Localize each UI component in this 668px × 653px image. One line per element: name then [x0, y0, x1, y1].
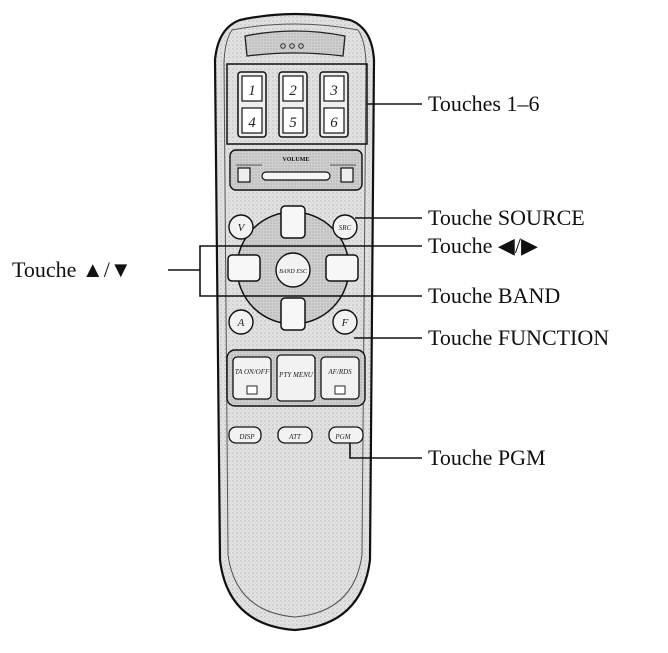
callout-touche-left-right: Touche ◀/▶	[428, 233, 538, 258]
callout-touche-band: Touche BAND	[428, 283, 560, 308]
af-rds-button[interactable]: AF/RDS	[320, 356, 360, 400]
pgm-button[interactable]: PGM	[328, 426, 364, 444]
svg-text:5: 5	[289, 115, 297, 131]
svg-text:2: 2	[289, 83, 297, 99]
ta-button[interactable]: TA ON/OFF	[232, 356, 272, 400]
svg-text:AF/RDS: AF/RDS	[327, 368, 352, 376]
callout-touche-up-down: Touche ▲/▼	[12, 257, 132, 282]
svg-text:SRC: SRC	[339, 224, 352, 232]
band-button[interactable]: BAND ESC	[275, 252, 311, 288]
number-key-3[interactable]: 3	[323, 75, 345, 102]
callout-touche-function: Touche FUNCTION	[428, 325, 609, 350]
pty-button[interactable]: PTY MENU	[276, 354, 316, 402]
down-button[interactable]	[280, 297, 306, 331]
number-key-4[interactable]: 4	[241, 107, 263, 134]
number-key-2[interactable]: 2	[282, 75, 304, 102]
up-button[interactable]	[280, 205, 306, 239]
svg-text:F: F	[341, 317, 349, 329]
svg-text:ATT: ATT	[288, 433, 302, 441]
svg-text:DISP: DISP	[238, 433, 255, 441]
svg-text:4: 4	[248, 115, 256, 131]
number-key-1[interactable]: 1	[241, 75, 263, 102]
svg-text:TA ON/OFF: TA ON/OFF	[235, 368, 270, 376]
svg-text:PTY MENU: PTY MENU	[278, 371, 314, 379]
svg-text:3: 3	[329, 83, 338, 99]
volume-slider[interactable]	[261, 171, 331, 181]
svg-text:6: 6	[330, 115, 338, 131]
volume-down-button[interactable]	[237, 167, 251, 183]
callout-touche-source: Touche SOURCE	[428, 205, 585, 230]
left-button[interactable]	[227, 254, 261, 282]
right-button[interactable]	[325, 254, 359, 282]
source-button[interactable]: SRC	[332, 214, 358, 240]
disp-button[interactable]: DISP	[228, 426, 262, 444]
v-button[interactable]: V	[228, 214, 254, 240]
number-key-5[interactable]: 5	[282, 107, 304, 134]
svg-text:PGM: PGM	[334, 433, 351, 441]
svg-text:V: V	[238, 222, 246, 234]
function-button[interactable]: F	[332, 309, 358, 335]
att-button[interactable]: ATT	[277, 426, 313, 444]
volume-label: VOLUME	[283, 157, 310, 163]
svg-text:BAND ESC: BAND ESC	[279, 269, 308, 275]
svg-text:1: 1	[248, 83, 256, 99]
a-button[interactable]: A	[228, 309, 254, 335]
volume-panel: VOLUME	[229, 149, 363, 191]
callout-touches-1-6: Touches 1–6	[428, 91, 540, 116]
number-key-6[interactable]: 6	[323, 107, 345, 134]
indicator-leds	[280, 43, 304, 49]
callout-touche-pgm: Touche PGM	[428, 445, 546, 470]
svg-text:A: A	[237, 317, 245, 329]
volume-up-button[interactable]	[340, 167, 354, 183]
leader-lines	[168, 103, 422, 459]
